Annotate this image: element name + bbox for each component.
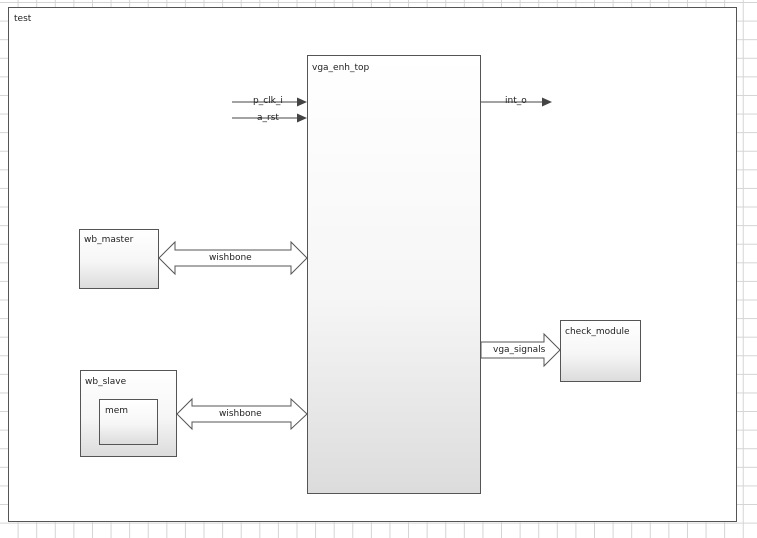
int-o-wire[interactable]	[481, 97, 552, 107]
check-module-label: check_module	[565, 327, 630, 337]
wb-master-label: wb_master	[84, 235, 134, 245]
vga-signals-bus[interactable]	[480, 332, 561, 368]
vga-enh-top-label: vga_enh_top	[312, 63, 370, 73]
p-clk-i-wire[interactable]	[232, 97, 307, 107]
check-module-block[interactable]: check_module	[560, 320, 641, 382]
wb-slave-block[interactable]: wb_slave mem	[80, 370, 177, 457]
a-rst-wire[interactable]	[232, 113, 307, 123]
wb-master-block[interactable]: wb_master	[79, 229, 159, 289]
int-o-label: int_o	[505, 96, 527, 106]
test-block-label: test	[14, 14, 32, 24]
wishbone-slave-bus[interactable]	[176, 397, 308, 431]
vga-enh-top-block[interactable]: vga_enh_top	[307, 55, 481, 494]
mem-label: mem	[105, 406, 129, 416]
mem-block[interactable]: mem	[99, 399, 158, 445]
p-clk-i-label: p_clk_i	[253, 96, 283, 106]
wishbone-slave-label: wishbone	[219, 409, 262, 419]
wb-slave-label: wb_slave	[85, 377, 127, 387]
vga-signals-label: vga_signals	[493, 345, 546, 355]
a-rst-label: a_rst	[257, 113, 279, 123]
wishbone-master-bus[interactable]	[158, 240, 308, 276]
wishbone-master-label: wishbone	[209, 253, 252, 263]
